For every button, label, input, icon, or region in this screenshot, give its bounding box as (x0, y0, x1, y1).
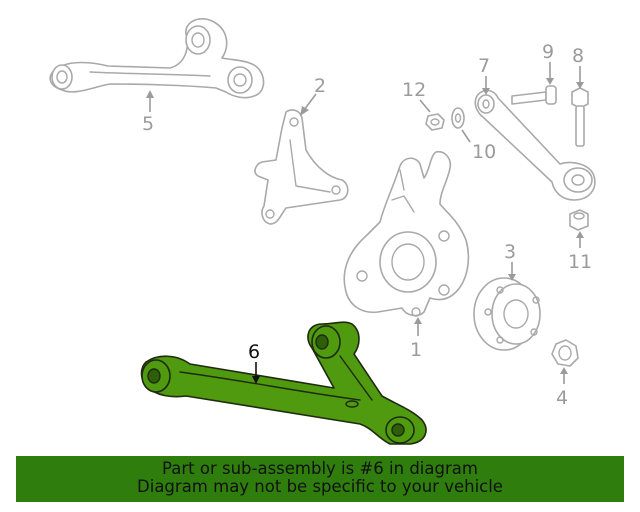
callout-2: 2 (300, 75, 326, 116)
part-3-hub (473, 277, 541, 351)
part-11-nut (569, 209, 589, 231)
callout-11: 11 (568, 231, 592, 273)
callout-5: 5 (142, 90, 154, 135)
part-4-hub-nut (551, 339, 579, 367)
callout-3-label: 3 (504, 241, 516, 263)
callout-9: 9 (542, 41, 554, 85)
banner-line-1: Part or sub-assembly is #6 in diagram (162, 459, 478, 478)
callout-1-label: 1 (410, 339, 422, 361)
callout-10-label: 10 (472, 141, 496, 163)
part-7-link (474, 89, 596, 201)
banner-line-2: Diagram may not be specific to your vehi… (137, 477, 503, 496)
part-1-knuckle (343, 150, 470, 317)
part-5-upper-arm (49, 18, 265, 99)
callout-4-label: 4 (556, 387, 568, 409)
callout-1: 1 (410, 317, 422, 361)
callout-8: 8 (572, 45, 584, 89)
callout-6: 6 (248, 341, 260, 384)
callout-3: 3 (504, 241, 516, 281)
callout-7: 7 (478, 55, 490, 95)
part-8-bolt (571, 87, 589, 147)
part-9-bolt (511, 85, 557, 105)
callout-11-label: 11 (568, 251, 592, 273)
part-6-lower-arm (140, 321, 427, 445)
callout-4: 4 (556, 367, 568, 409)
part-2-bracket (254, 109, 349, 225)
part-10-washer (451, 107, 465, 129)
callout-12: 12 (402, 79, 431, 113)
parts-diagram: 5 2 12 10 7 (49, 18, 596, 445)
callout-8-label: 8 (572, 45, 584, 67)
callout-7-label: 7 (478, 55, 490, 77)
callout-5-label: 5 (142, 113, 154, 135)
callout-6-label: 6 (248, 341, 260, 363)
info-banner: Part or sub-assembly is #6 in diagram Di… (16, 456, 624, 502)
callout-2-label: 2 (314, 75, 326, 97)
callout-12-label: 12 (402, 79, 426, 101)
callout-10: 10 (461, 129, 496, 163)
part-12-nut (425, 113, 445, 131)
callout-9-label: 9 (542, 41, 554, 63)
